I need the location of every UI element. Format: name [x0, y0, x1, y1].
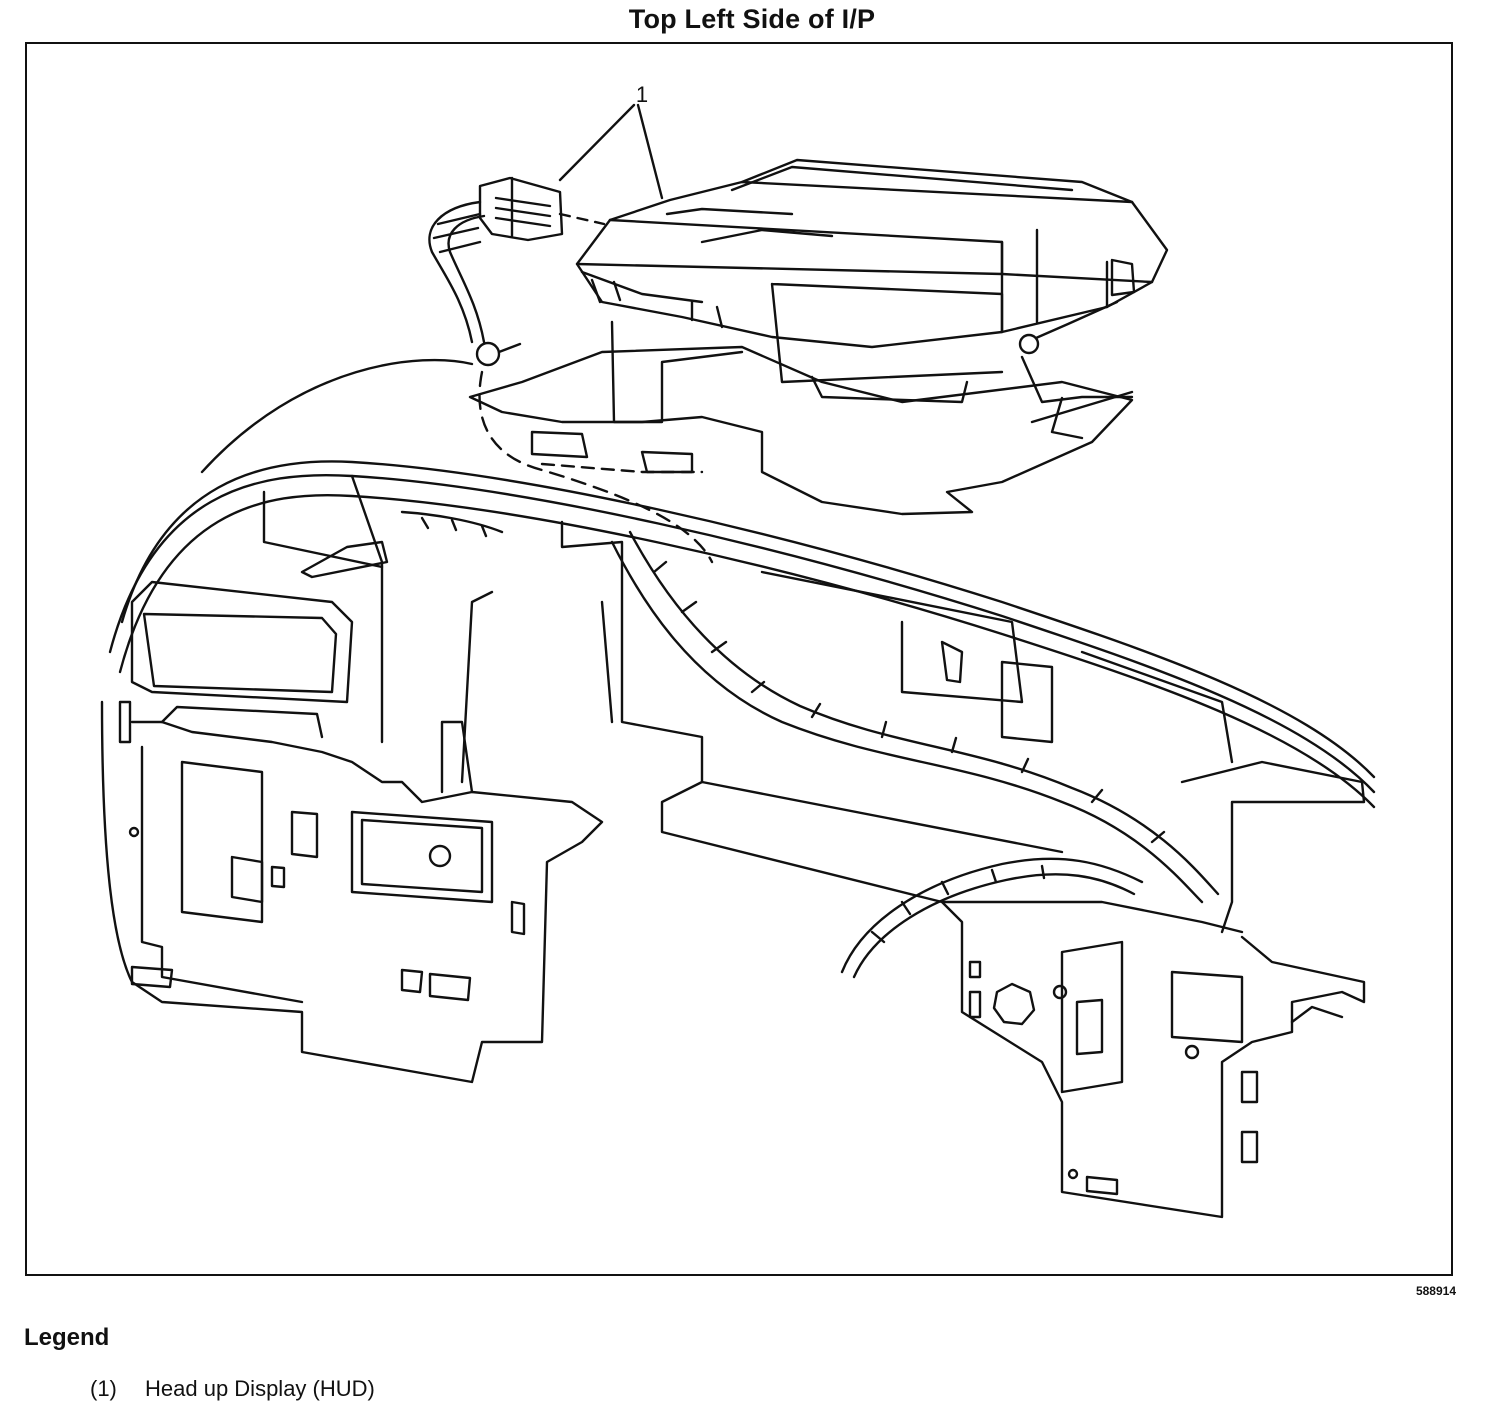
diagram-frame: 1	[25, 42, 1453, 1276]
wiring-harness	[428, 200, 522, 367]
legend-heading: Legend	[24, 1324, 110, 1351]
hud-module	[575, 158, 1169, 404]
page-title: Top Left Side of I/P	[628, 4, 876, 34]
callout-number: 1	[636, 82, 648, 107]
left-lower-structure	[100, 590, 604, 1084]
center-panel	[560, 520, 1244, 934]
hud-connector	[478, 176, 606, 242]
right-lower-structure	[940, 760, 1366, 1219]
callout-leader-lines	[558, 103, 664, 200]
main-harness-run	[400, 510, 1220, 979]
cluster-opening	[130, 490, 389, 704]
legend-item-number: (1)	[90, 1376, 117, 1401]
dashboard-top-edge	[108, 358, 1376, 809]
instrument-panel-illustration: 1	[100, 82, 1376, 1219]
legend-item: (1) Head up Display (HUD)	[90, 1376, 375, 1402]
mounting-bracket	[468, 320, 1134, 564]
legend-item-text: Head up Display (HUD)	[145, 1376, 375, 1401]
figure-id: 588914	[1415, 1284, 1456, 1298]
